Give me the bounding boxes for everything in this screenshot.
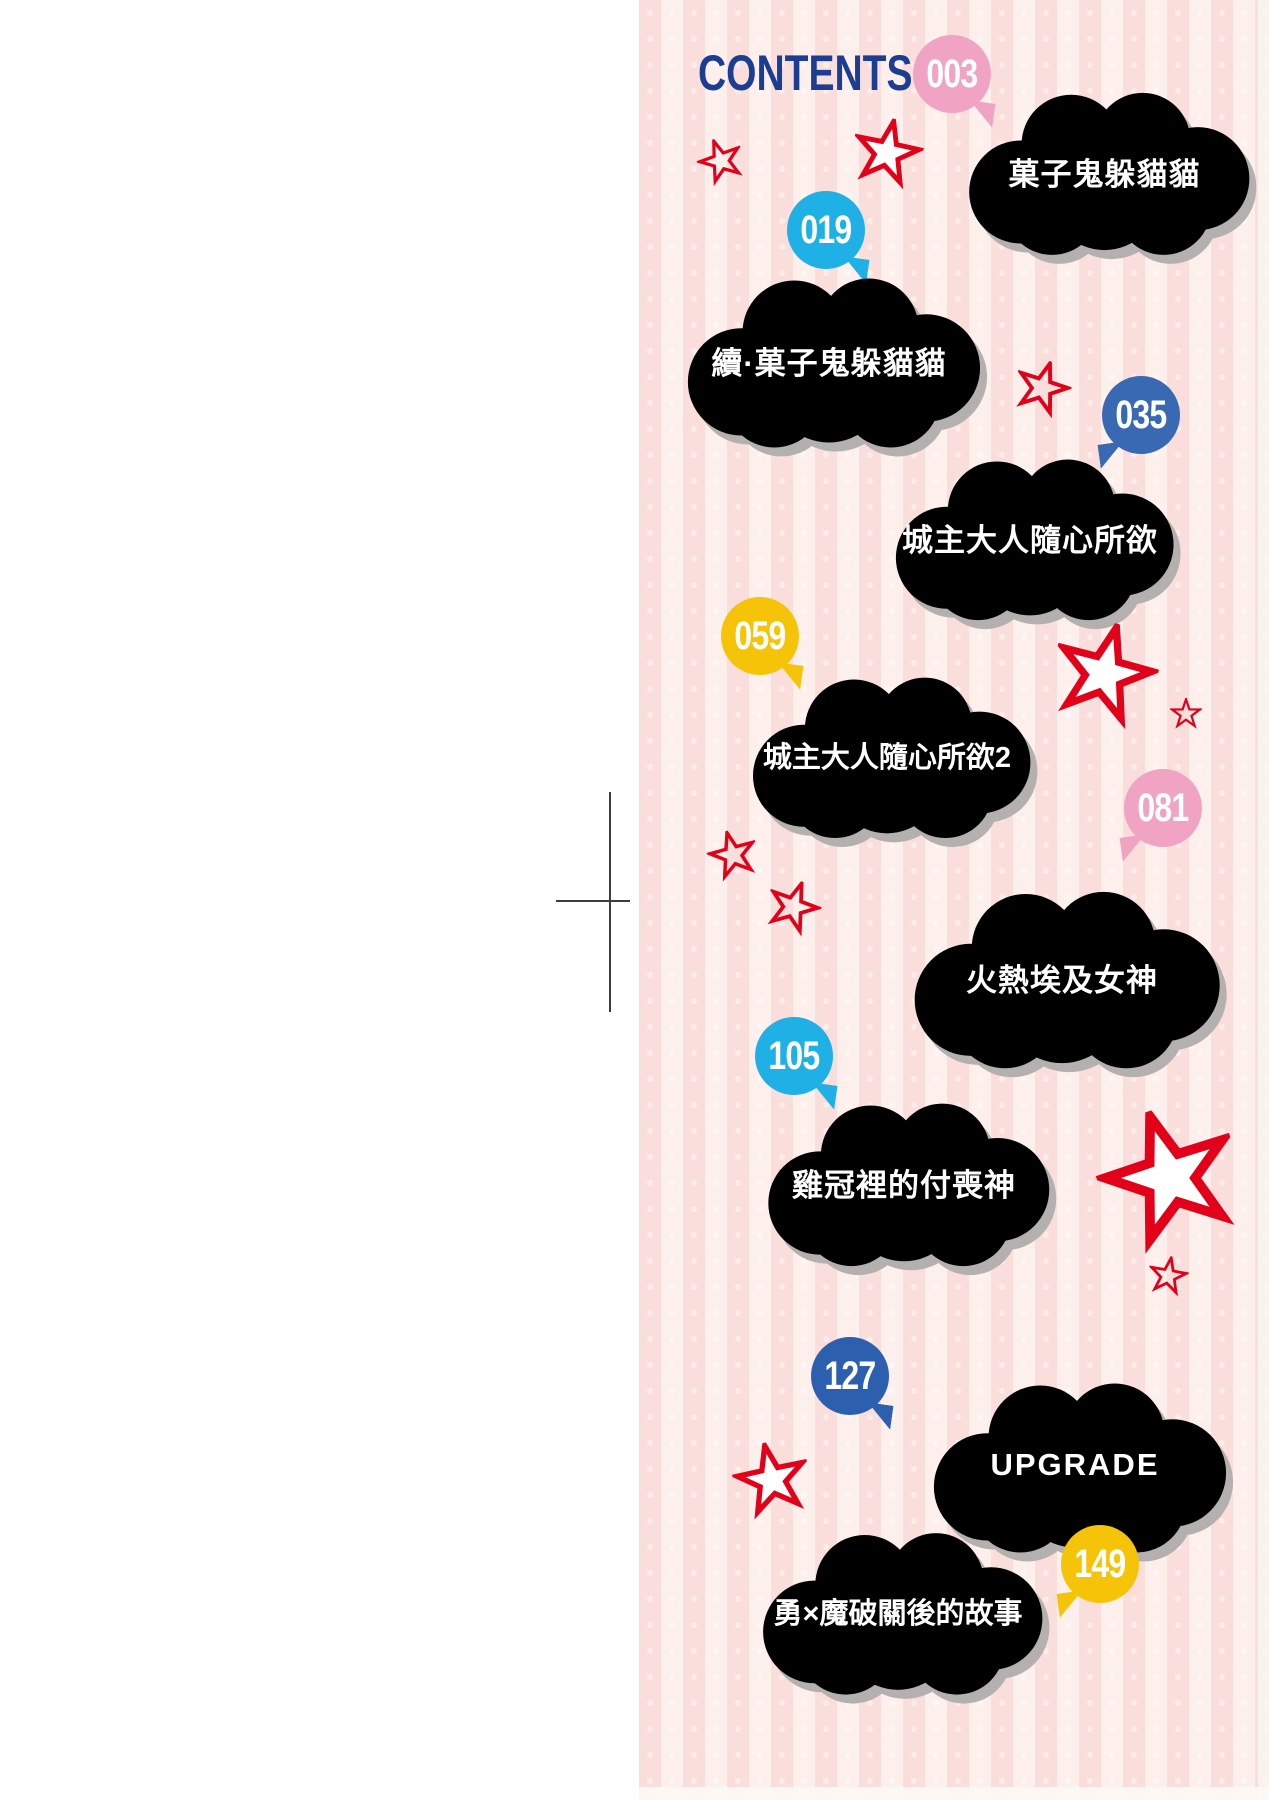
page-number-badge: 035 bbox=[1102, 376, 1180, 454]
page-number: 149 bbox=[1074, 1542, 1127, 1586]
star-icon bbox=[1145, 1253, 1191, 1299]
page-number-badge: 105 bbox=[755, 1017, 833, 1095]
page-number: 003 bbox=[926, 52, 979, 96]
page-title: CONTENTS bbox=[698, 45, 913, 101]
page-number-badge: 019 bbox=[787, 191, 865, 269]
chapter-title: 雞冠裡的付喪神 bbox=[792, 1167, 1016, 1203]
chapter-title: 續·菓子鬼躲貓貓 bbox=[711, 345, 947, 381]
chapter-cloud: 勇×魔破關後的故事 bbox=[746, 1520, 1050, 1702]
chapter-cloud: 菓子鬼躲貓貓 bbox=[952, 82, 1257, 260]
page-number-badge: 003 bbox=[913, 35, 991, 113]
star-icon bbox=[1170, 698, 1202, 730]
page-number: 035 bbox=[1115, 393, 1168, 437]
chapter-title: 勇×魔破關後的故事 bbox=[773, 1598, 1023, 1630]
chapter-cloud: 城主大人隨心所欲2 bbox=[736, 670, 1038, 840]
chapter-title: 城主大人隨心所欲2 bbox=[762, 742, 1012, 774]
page-edge bbox=[639, 1787, 1269, 1800]
chapter-cloud: 城主大人隨心所欲 bbox=[866, 452, 1194, 622]
registration-mark bbox=[556, 900, 630, 902]
chapter-cloud: UPGRADE bbox=[916, 1366, 1234, 1564]
chapter-title: UPGRADE bbox=[990, 1447, 1160, 1482]
chapter-cloud: 雞冠裡的付喪神 bbox=[740, 1096, 1068, 1268]
page-number-badge: 127 bbox=[811, 1337, 889, 1415]
page-number: 019 bbox=[800, 208, 853, 252]
star-icon bbox=[727, 1435, 817, 1525]
page-number: 081 bbox=[1137, 786, 1190, 830]
page-number: 105 bbox=[768, 1034, 821, 1078]
star-icon bbox=[845, 111, 928, 194]
chapter-title: 火熱埃及女神 bbox=[966, 962, 1158, 998]
chapter-cloud: 續·菓子鬼躲貓貓 bbox=[670, 262, 988, 458]
page-edge bbox=[1258, 0, 1269, 1800]
chapter-title: 菓子鬼躲貓貓 bbox=[1008, 156, 1201, 192]
page-number-badge: 149 bbox=[1061, 1525, 1139, 1603]
chapter-cloud: 火熱埃及女神 bbox=[896, 876, 1228, 1078]
chapter-title: 城主大人隨心所欲 bbox=[902, 522, 1158, 558]
registration-mark bbox=[609, 792, 611, 1012]
page-number-badge: 081 bbox=[1124, 769, 1202, 847]
page-number: 127 bbox=[824, 1354, 877, 1398]
page-number-badge: 059 bbox=[721, 597, 799, 675]
page-number: 059 bbox=[734, 614, 787, 658]
